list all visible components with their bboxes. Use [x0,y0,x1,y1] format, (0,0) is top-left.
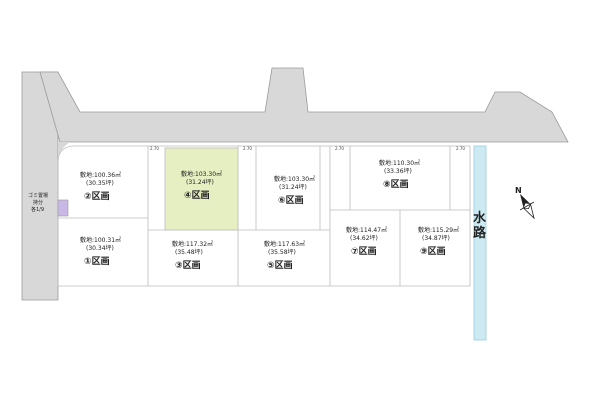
width-tick: 2.70 [150,146,159,151]
lot-area: 敷地:103.30㎡ [274,175,315,183]
waterway-label-1: 水 [473,210,487,226]
garbage-station-label-1: ゴミ置場 [28,192,48,199]
width-tick: 2.70 [243,146,252,151]
lot-area: 敷地:115.29㎡ [418,226,459,234]
garbage-station-box [57,199,69,217]
lot-label: ⑧区画 [383,179,409,190]
road-corner [58,142,70,162]
lot-tsubo: (35.58坪) [268,248,296,256]
waterway-label-2: 路 [473,225,487,241]
lot-label: ⑥区画 [278,195,304,206]
waterway: 水 路 [473,145,487,341]
lot-label: ④区画 [184,190,210,201]
lot-label: ②区画 [84,191,110,202]
lot-area: 敷地:103.30㎡ [181,170,222,178]
lot-area: 敷地:117.32㎡ [172,240,213,248]
lot-label: ①区画 [84,256,110,267]
lot-label: ⑤区画 [267,260,293,271]
lot-5[interactable]: 敷地:117.63㎡ (35.58坪) ⑤区画 [264,240,305,271]
lot-3[interactable]: 敷地:117.32㎡ (35.48坪) ③区画 [172,240,213,271]
lot-area: 敷地:117.63㎡ [264,240,305,248]
lot-2[interactable]: 敷地:100.36㎡ (30.35坪) ②区画 [80,171,121,202]
lot-label: ⑦区画 [351,246,377,257]
lot-area: 敷地:100.36㎡ [80,171,121,179]
lot-area: 敷地:100.31㎡ [80,236,121,244]
lot-6[interactable]: 敷地:103.30㎡ (31.24坪) ⑥区画 [274,175,315,206]
north-arrow-icon [519,193,535,220]
garbage-station-label-3: 各1/9 [31,206,44,213]
lot-label: ③区画 [175,260,201,271]
lot-area: 敷地:110.30㎡ [379,159,420,167]
garbage-station-label-2: 持分 [33,199,43,206]
lot-1[interactable]: 敷地:100.31㎡ (30.34坪) ①区画 [80,236,121,267]
garbage-station: ゴミ置場 持分 各1/9 [28,192,69,217]
road-network [21,67,569,301]
lot-tsubo: (30.34坪) [86,244,114,252]
lot-9[interactable]: 敷地:115.29㎡ (34.87坪) ⑨区画 [418,226,459,257]
lot-8[interactable]: 敷地:110.30㎡ (33.36坪) ⑧区画 [379,159,420,190]
compass-north-label: N [515,186,522,195]
lot-tsubo: (35.48坪) [175,248,203,256]
lot-tsubo: (33.36坪) [384,167,412,175]
lot-area: 敷地:114.47㎡ [346,226,387,234]
lot-tsubo: (34.62坪) [350,234,378,242]
lot-tsubo: (30.35坪) [86,179,114,187]
lot-boundaries [57,145,471,287]
lot-tsubo: (31.24坪) [279,183,307,191]
lot-4[interactable]: 敷地:103.30㎡ (31.24坪) ④区画 [181,170,222,201]
width-tick: 2.70 [335,146,344,151]
waterway-channel [473,145,487,341]
lot-tsubo: (34.87坪) [422,234,450,242]
lot-label: ⑨区画 [420,246,446,257]
lot-7[interactable]: 敷地:114.47㎡ (34.62坪) ⑦区画 [346,226,387,257]
lot-tsubo: (31.24坪) [186,178,214,186]
road-width-ticks: 2.70 2.70 2.70 2.70 [150,146,465,151]
width-tick: 2.70 [456,146,465,151]
top-road [39,67,569,143]
lot-4-highlight [164,147,239,231]
